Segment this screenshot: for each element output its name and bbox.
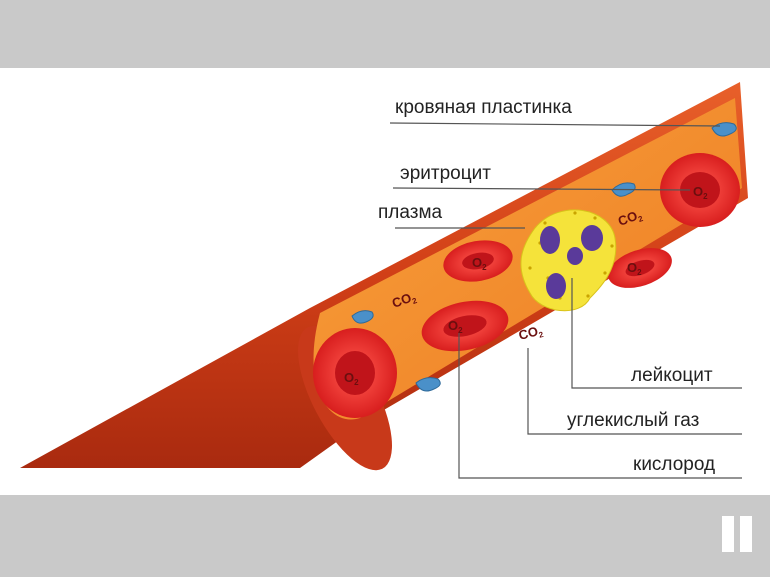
oxygen-mark: O2 (472, 255, 487, 272)
label-carbon-dioxide: углекислый газ (567, 410, 699, 431)
oxygen-mark: O2 (627, 260, 642, 277)
blood-vessel-diagram: O2 O2 O2 O2 O2 CO2 CO2 CO2 кровяная плас… (20, 82, 748, 479)
erythrocyte (313, 328, 397, 418)
erythrocyte (660, 153, 740, 227)
leader-line-co2 (527, 348, 742, 435)
label-platelet: кровяная пластинка (395, 97, 572, 118)
diagram-stage: O2 O2 O2 O2 O2 CO2 CO2 CO2 кровяная плас… (0, 68, 770, 495)
label-leukocyte: лейкоцит (631, 365, 713, 386)
platelet (415, 377, 441, 392)
leader-line-platelet (389, 122, 721, 127)
oxygen-mark: O2 (693, 184, 708, 201)
label-plasma: плазма (378, 202, 443, 223)
co2-mark: CO2 (517, 322, 545, 345)
pause-button[interactable] (718, 516, 758, 554)
erythrocyte (421, 300, 509, 352)
co2-mark: CO2 (616, 206, 645, 230)
vessel-outer-wall (20, 82, 748, 468)
leukocyte (520, 209, 617, 312)
oxygen-mark: O2 (344, 370, 359, 387)
oxygen-mark: O2 (448, 318, 463, 335)
leader-line-erythrocyte (392, 187, 691, 191)
co2-mark: CO2 (390, 288, 419, 312)
platelet (351, 310, 374, 324)
top-bar (0, 0, 770, 68)
erythrocyte (443, 240, 513, 282)
label-erythrocyte: эритроцит (400, 163, 491, 184)
leader-line-leukocyte (571, 278, 742, 389)
bottom-bar (0, 495, 770, 577)
erythrocyte (608, 248, 672, 288)
leader-line-oxygen (458, 333, 742, 479)
label-oxygen: кислород (633, 454, 715, 475)
